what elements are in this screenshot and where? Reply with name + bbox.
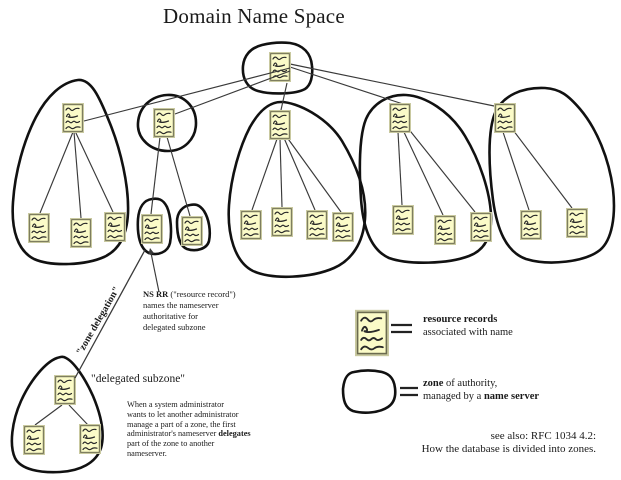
resource-record-icon xyxy=(62,103,84,133)
legend-resource-records-rest: associated with name xyxy=(423,326,513,338)
resource-record-icon xyxy=(392,205,414,235)
legend-name-server-bold: name server xyxy=(483,390,540,402)
resource-record-icon xyxy=(240,210,262,240)
equals-icon xyxy=(391,323,412,334)
equals-icon xyxy=(400,386,418,397)
zone-outlines xyxy=(10,41,616,474)
resource-record-icon xyxy=(23,425,45,455)
resource-record-icon xyxy=(332,212,354,242)
delegation-explanation-line3: manage a part of a zone, the first xyxy=(127,419,236,429)
see-also-line1: see also: RFC 1034 4.2: xyxy=(490,430,596,442)
tree-edge xyxy=(150,136,161,215)
tree-edge xyxy=(74,130,114,213)
resource-record-icon xyxy=(271,207,293,237)
tree-edges xyxy=(34,63,573,426)
resource-record-icon xyxy=(389,103,411,133)
tree-edge xyxy=(406,126,476,213)
ns-rr-annotation-line2: names the nameserver xyxy=(143,300,219,310)
delegated-subzone-label: "delegated subzone" xyxy=(91,373,186,385)
tree-edge xyxy=(280,82,288,111)
zone-outline-delegated-subzone xyxy=(10,355,104,474)
resource-record-icon xyxy=(494,103,516,133)
tree-edge xyxy=(402,129,444,216)
page-title: Domain Name Space xyxy=(163,4,345,28)
legend-zone-rest: of authority, xyxy=(443,378,498,389)
legend-resource-record-icon xyxy=(355,309,389,357)
legend-zone-icon xyxy=(341,369,397,414)
delegation-explanation: When a system administrator wants to let… xyxy=(127,400,251,459)
tree-edge xyxy=(166,136,191,217)
zone-delegation-line xyxy=(74,249,146,379)
legend-resource-records-text: resource records associated with name xyxy=(423,314,513,339)
zone-outline-root xyxy=(241,41,314,95)
delegates-bold: delegates xyxy=(218,429,251,439)
legend-resource-records-bold: resource records xyxy=(423,314,498,325)
resource-record-icon xyxy=(104,212,126,242)
resource-record-icon xyxy=(306,210,328,240)
tree-edge xyxy=(502,131,530,211)
ns-rr-annotation: NS RR ("resource record") names the name… xyxy=(143,289,236,333)
tree-edge xyxy=(397,131,403,206)
delegation-explanation-line6: nameserver. xyxy=(127,448,167,458)
tree-edge xyxy=(285,135,342,213)
tree-edge xyxy=(283,137,316,211)
tree-edge xyxy=(39,131,74,214)
ns-rr-arrowhead-icon xyxy=(148,248,155,255)
tree-edge xyxy=(251,138,278,211)
ns-rr-annotation-line1: ("resource record") xyxy=(168,289,236,299)
legend-zone-bold: zone xyxy=(423,378,444,389)
legend-zone-text: zone of authority, managed by a name ser… xyxy=(423,378,539,403)
resource-record-icon xyxy=(141,214,163,244)
zone-outline-fifth xyxy=(488,86,616,264)
tree-edge xyxy=(174,70,291,115)
zone-outline-middle xyxy=(227,100,367,279)
tree-edge xyxy=(34,404,63,426)
tree-edge xyxy=(289,63,500,108)
tree-edge xyxy=(279,138,283,208)
resource-record-icon xyxy=(70,218,92,248)
overlay-connectors xyxy=(74,67,291,379)
ns-rr-annotation-line4: delegated subzone xyxy=(143,322,206,332)
resource-record-icon xyxy=(470,212,492,242)
resource-record-icon xyxy=(520,210,542,240)
resource-record-icon xyxy=(181,216,203,246)
see-also-note: see also: RFC 1034 4.2: How the database… xyxy=(340,430,596,456)
zone-outline-circle xyxy=(136,93,198,153)
tree-edge xyxy=(509,125,573,209)
zone-outline-mini-left xyxy=(136,197,173,256)
resource-record-icon xyxy=(153,108,175,138)
resource-record-icon xyxy=(79,424,101,454)
delegation-explanation-line5: part of the zone to another xyxy=(127,439,215,449)
ns-rr-pointer-line xyxy=(150,252,160,293)
resource-record-icon xyxy=(28,213,50,243)
resource-record-icon xyxy=(434,215,456,245)
resource-record-icon xyxy=(269,110,291,140)
tree-edge xyxy=(289,66,407,106)
ns-rr-annotation-line3: authoritative for xyxy=(143,311,198,321)
legend-zone-line2: managed by a xyxy=(423,390,484,402)
tree-edge xyxy=(68,404,89,426)
ns-rr-annotation-bold: NS RR xyxy=(143,289,169,299)
tree-edge xyxy=(73,131,82,219)
zone-outline-mini-right xyxy=(175,203,212,252)
tree-edge xyxy=(83,67,291,122)
delegation-explanation-line4: administrator's nameserver xyxy=(127,429,219,439)
resource-record-icon xyxy=(54,375,76,405)
resource-record-icon xyxy=(566,208,588,238)
zone-outline-left xyxy=(11,78,130,266)
see-also-line2: How the database is divided into zones. xyxy=(421,443,596,455)
zone-outline-fourth xyxy=(358,93,493,264)
delegation-explanation-line2: wants to let another administrator xyxy=(127,409,239,419)
delegation-explanation-line1: When a system administrator xyxy=(127,400,225,409)
